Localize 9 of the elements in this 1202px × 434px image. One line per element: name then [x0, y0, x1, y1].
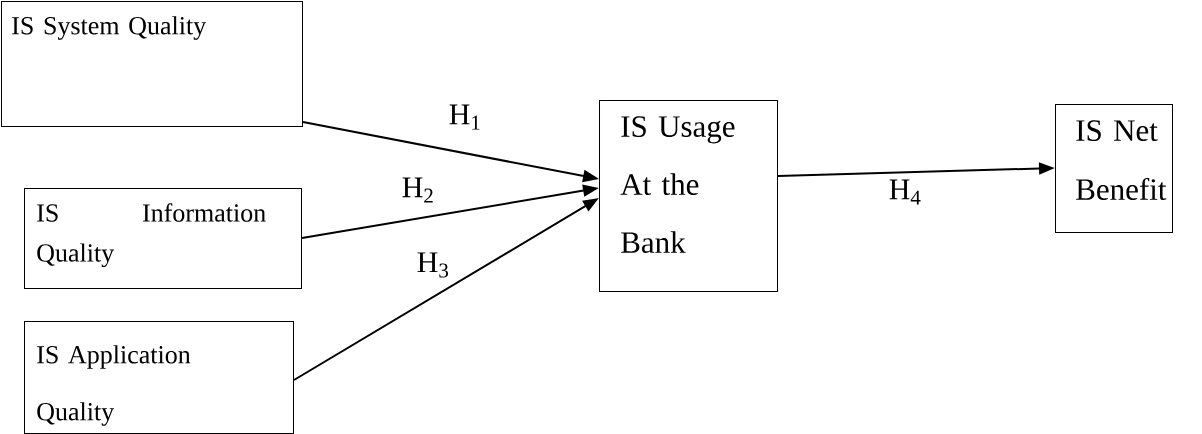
edge-label: H$_{3}$ — [415, 251, 451, 279]
text-box: IS Net Benefit — [1055, 104, 1173, 233]
edge-label: H$_{2}$ — [400, 176, 436, 204]
text-box: IS Usage At the Bank — [599, 100, 778, 292]
edge-label: H$_{4}$ — [887, 178, 923, 206]
text-box: IS Application Quality — [24, 321, 294, 434]
edge-label: H$_{1}$ — [447, 103, 483, 131]
text-box: IS Information Quality — [24, 188, 302, 289]
text-box: IS System Quality — [1, 1, 303, 127]
